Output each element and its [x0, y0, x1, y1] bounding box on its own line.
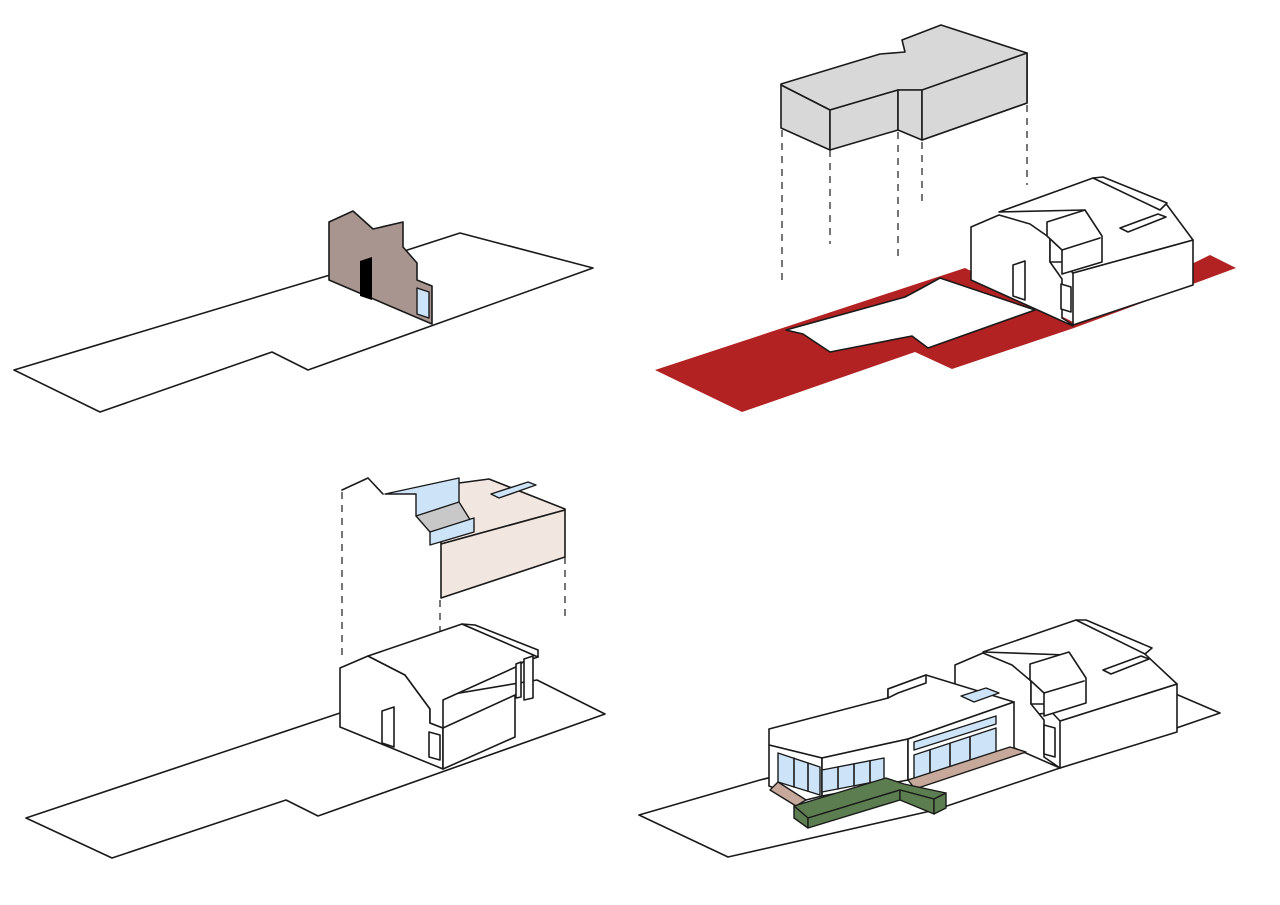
existing-window: [1060, 283, 1072, 313]
dormer-step: [1043, 680, 1085, 694]
pergola-post: [515, 661, 522, 699]
panel-existing-facade: [13, 210, 594, 413]
existing-window: [1043, 724, 1056, 758]
existing-skylight: [1102, 655, 1150, 675]
panel-new-roof-addition: [25, 477, 606, 859]
removed-footprint: [785, 277, 1036, 353]
existing-door: [1012, 260, 1026, 301]
site-plot-outline: [13, 232, 594, 413]
extension-skylight: [960, 687, 1000, 703]
pergola-beam: [461, 623, 539, 658]
dormer-step: [1061, 237, 1101, 251]
dormer-roof-peak: [1092, 176, 1168, 211]
dormer: [1046, 209, 1103, 275]
existing-window: [416, 287, 430, 319]
dormer: [1029, 651, 1087, 717]
new-roof-glazing-lower: [429, 517, 475, 546]
existing-door: [381, 706, 395, 748]
pergola-post: [523, 655, 534, 701]
new-skylight: [490, 481, 537, 499]
existing-facade-wall: [328, 210, 433, 325]
extension-step: [887, 674, 927, 699]
site-plot-outline: [25, 679, 606, 859]
existing-window: [428, 731, 441, 761]
glazing-corner: [777, 752, 821, 796]
removed-volume-side-2: [921, 52, 1028, 141]
panel-removal-and-site: [655, 24, 1236, 412]
existing-skylight: [1119, 213, 1167, 233]
facade-ghost-outline: [341, 477, 384, 495]
glazing-clerestory: [913, 715, 997, 751]
house-side: [442, 694, 516, 770]
panel-final-proposal: [638, 619, 1221, 858]
removed-volume-front-2: [897, 89, 923, 141]
dormer-roof-peak: [1075, 619, 1153, 655]
existing-door: [360, 257, 372, 300]
planter-return-end: [933, 792, 947, 815]
